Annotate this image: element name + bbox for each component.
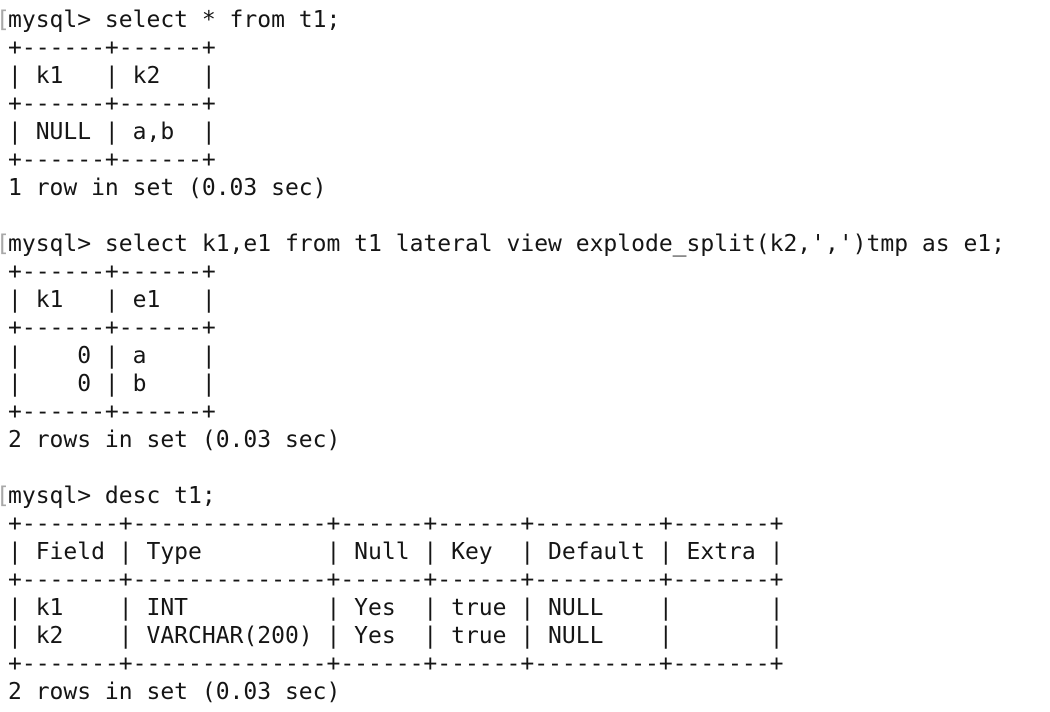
table-header-line: | Field | Type | Null | Key | Default | …: [8, 539, 784, 565]
table-border-line: +------+------+: [8, 399, 216, 425]
table-row-line: | k2 | VARCHAR(200) | Yes | true | NULL …: [8, 623, 784, 649]
query-block-lateral-view: [mysql> select k1,e1 from t1 lateral vie…: [0, 230, 1050, 454]
query-block-desc: [mysql> desc t1; +-------+--------------…: [0, 482, 1050, 706]
table-border-line: +------+------+: [8, 147, 216, 173]
table-row-line: | k1 | INT | Yes | true | NULL | |: [8, 595, 784, 621]
table-border-line: +------+------+: [8, 35, 216, 61]
status-line: 2 rows in set (0.03 sec): [8, 427, 341, 453]
table-border-line: +------+------+: [8, 259, 216, 285]
table-row-line: | NULL | a,b |: [8, 119, 216, 145]
table-border-line: +-------+--------------+------+------+--…: [8, 511, 784, 537]
table-border-line: +------+------+: [8, 91, 216, 117]
query-block-select-all: [mysql> select * from t1; +------+------…: [0, 6, 1050, 202]
table-row-line: | 0 | a |: [8, 343, 216, 369]
blank-line: [8, 454, 1050, 482]
command-text: mysql> select * from t1;: [8, 7, 341, 33]
command-line: [mysql> desc t1;: [0, 482, 1050, 510]
table-header-line: | k1 | k2 |: [8, 63, 216, 89]
table-header-line: | k1 | e1 |: [8, 287, 216, 313]
table-border-line: +-------+--------------+------+------+--…: [8, 651, 784, 677]
blank-line: [8, 202, 1050, 230]
status-line: 1 row in set (0.03 sec): [8, 175, 327, 201]
command-line: [mysql> select * from t1;: [0, 6, 1050, 34]
table-border-line: +------+------+: [8, 315, 216, 341]
command-line: [mysql> select k1,e1 from t1 lateral vie…: [0, 230, 1050, 258]
table-border-line: +-------+--------------+------+------+--…: [8, 567, 784, 593]
status-line: 2 rows in set (0.03 sec): [8, 679, 341, 705]
command-text: mysql> desc t1;: [8, 483, 216, 509]
command-text: mysql> select k1,e1 from t1 lateral view…: [8, 231, 1005, 257]
table-row-line: | 0 | b |: [8, 371, 216, 397]
